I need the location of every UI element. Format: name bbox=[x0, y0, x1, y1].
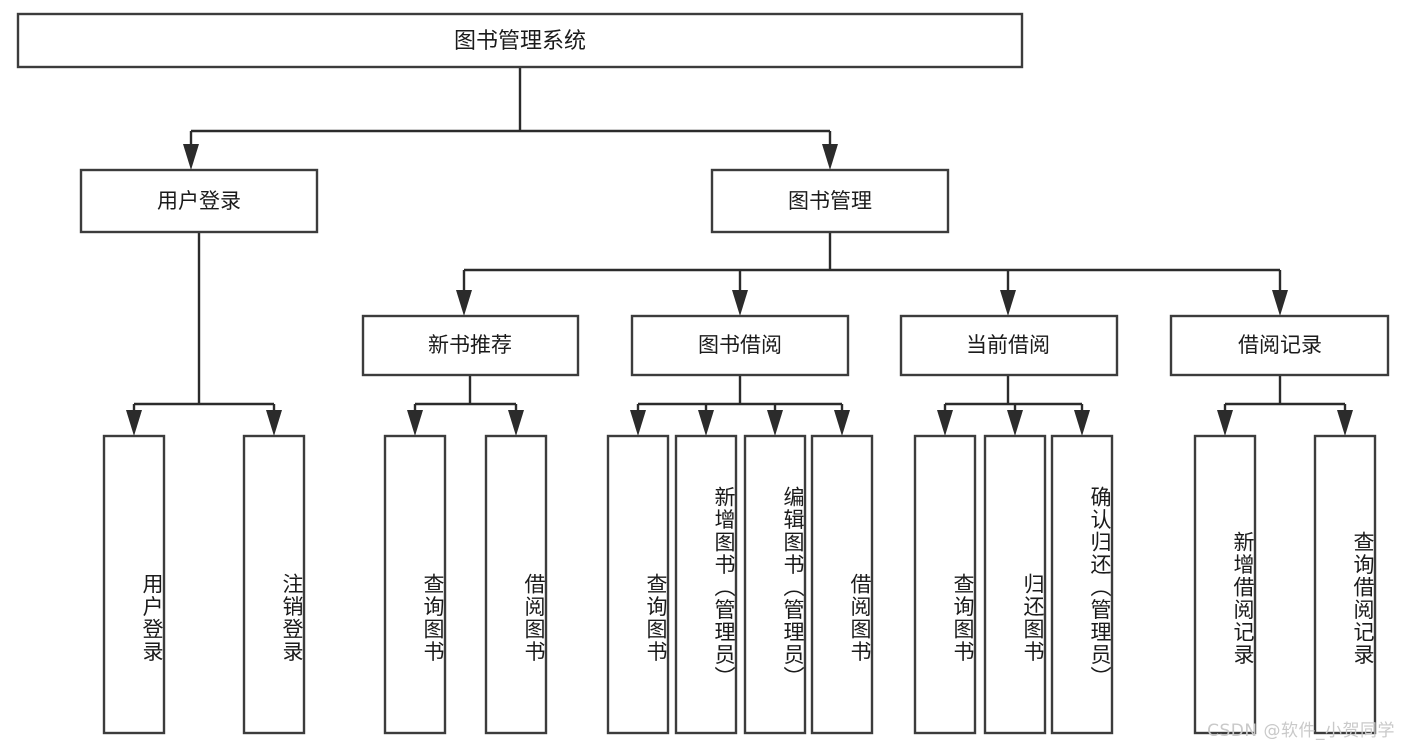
leaf-box-newbook-borrow[interactable] bbox=[484, 434, 548, 735]
arrow-to-borrow-record bbox=[1272, 290, 1288, 316]
leaf-box-newbook-query[interactable] bbox=[383, 434, 447, 735]
arrow-record-leaf-1 bbox=[1217, 410, 1233, 436]
connector-group bbox=[126, 67, 1353, 436]
node-user-login-label: 用户登录 bbox=[157, 189, 241, 213]
leaf-box-borrow-edit[interactable] bbox=[743, 434, 807, 735]
arrow-record-leaf-2 bbox=[1337, 410, 1353, 436]
arrow-to-book-manage bbox=[822, 144, 838, 170]
node-current-borrow-box[interactable] bbox=[899, 314, 1119, 377]
node-user-login[interactable]: 用户登录 bbox=[79, 168, 319, 234]
arrow-current-leaf-1 bbox=[937, 410, 953, 436]
arrow-borrow-leaf-3 bbox=[767, 410, 783, 436]
leaf-box-current-query[interactable] bbox=[913, 434, 977, 735]
node-user-login-box[interactable] bbox=[79, 168, 319, 234]
node-book-management[interactable]: 图书管理 bbox=[710, 168, 950, 234]
node-book-borrow[interactable]: 图书借阅 bbox=[630, 314, 850, 377]
leaf-box-user-login[interactable] bbox=[102, 434, 166, 735]
node-book-management-box[interactable] bbox=[710, 168, 950, 234]
arrow-leaf-logout bbox=[266, 410, 282, 436]
arrow-newbook-leaf-1 bbox=[407, 410, 423, 436]
node-new-book-recommend[interactable]: 新书推荐 bbox=[361, 314, 580, 377]
node-borrow-record-label: 借阅记录 bbox=[1238, 333, 1322, 357]
node-borrow-record[interactable]: 借阅记录 bbox=[1169, 314, 1390, 377]
arrow-borrow-leaf-1 bbox=[630, 410, 646, 436]
leaf-box-group bbox=[102, 434, 1377, 735]
leaf-box-borrow-query[interactable] bbox=[606, 434, 670, 735]
arrow-to-new-book bbox=[456, 290, 472, 316]
arrow-leaf-user-login bbox=[126, 410, 142, 436]
arrow-current-leaf-3 bbox=[1074, 410, 1090, 436]
node-book-management-label: 图书管理 bbox=[788, 189, 872, 213]
arrow-borrow-leaf-4 bbox=[834, 410, 850, 436]
arrow-borrow-leaf-2 bbox=[698, 410, 714, 436]
node-root-box[interactable] bbox=[16, 12, 1024, 69]
node-current-borrow-label: 当前借阅 bbox=[966, 333, 1050, 357]
node-book-borrow-label: 图书借阅 bbox=[698, 333, 782, 357]
node-new-book-recommend-label: 新书推荐 bbox=[428, 333, 512, 357]
arrow-current-leaf-2 bbox=[1007, 410, 1023, 436]
leaf-box-borrow-lend[interactable] bbox=[810, 434, 874, 735]
node-current-borrow[interactable]: 当前借阅 bbox=[899, 314, 1119, 377]
watermark-text: CSDN @软件_小贺同学 bbox=[1207, 721, 1395, 741]
leaf-box-current-return[interactable] bbox=[983, 434, 1047, 735]
node-borrow-record-box[interactable] bbox=[1169, 314, 1390, 377]
node-root[interactable]: 图书管理系统 bbox=[16, 12, 1024, 69]
arrow-to-user-login bbox=[183, 144, 199, 170]
arrow-newbook-leaf-2 bbox=[508, 410, 524, 436]
node-root-label: 图书管理系统 bbox=[454, 29, 586, 54]
leaf-box-logout[interactable] bbox=[242, 434, 306, 735]
leaf-box-record-add[interactable] bbox=[1193, 434, 1257, 735]
arrow-to-current-borrow bbox=[1000, 290, 1016, 316]
arrow-to-book-borrow bbox=[732, 290, 748, 316]
node-new-book-recommend-box[interactable] bbox=[361, 314, 580, 377]
leaf-box-record-query[interactable] bbox=[1313, 434, 1377, 735]
node-book-borrow-box[interactable] bbox=[630, 314, 850, 377]
leaf-box-current-confirm[interactable] bbox=[1050, 434, 1114, 735]
leaf-box-borrow-add[interactable] bbox=[674, 434, 738, 735]
